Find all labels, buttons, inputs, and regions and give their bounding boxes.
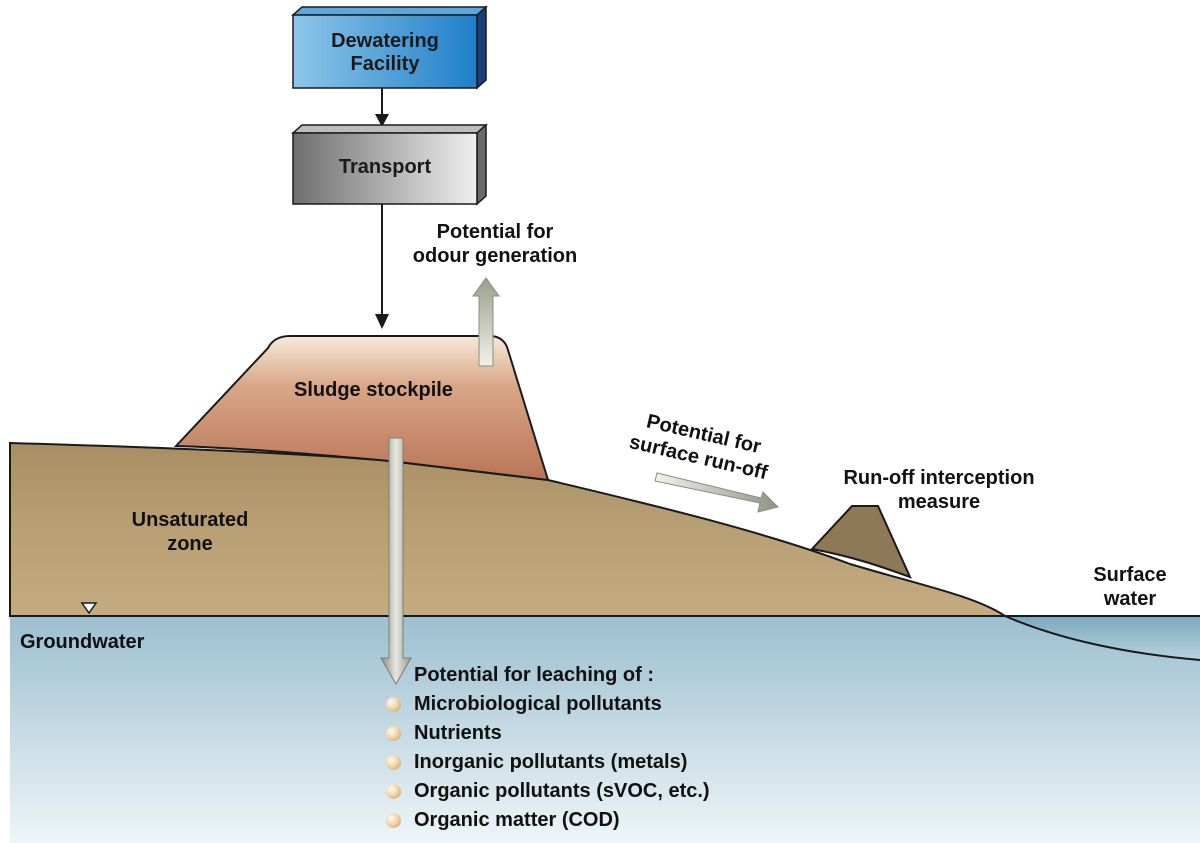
sludge-stockpile — [173, 335, 550, 482]
groundwater-body — [10, 616, 1200, 843]
odour-arrow — [472, 277, 500, 367]
list-item: Inorganic pollutants (metals) — [386, 748, 710, 777]
list-item-label: Inorganic pollutants (metals) — [414, 751, 688, 773]
list-item: Organic pollutants (sVOC, etc.) — [386, 777, 710, 806]
list-item: Microbiological pollutants — [386, 690, 710, 719]
bullet-icon — [386, 784, 401, 799]
surface-water-bed-line — [1004, 615, 1200, 661]
list-item-label: Microbiological pollutants — [414, 693, 662, 715]
surface-water-body — [1005, 616, 1200, 660]
stockpile-label: Sludge stockpile — [294, 379, 453, 401]
list-item-label: Organic pollutants (sVOC, etc.) — [414, 780, 710, 802]
odour-label: Potential for odour generation — [412, 221, 578, 267]
bullet-icon — [386, 697, 401, 712]
leaching-list: Microbiological pollutants Nutrients Ino… — [386, 690, 710, 835]
groundwater-label: Groundwater — [20, 631, 145, 653]
bullet-icon — [386, 726, 401, 741]
unsaturated-zone-label: Unsaturated zone — [131, 509, 249, 555]
surface-water-label: Surface water — [1093, 564, 1167, 610]
leaching-title: Potential for leaching of : — [414, 664, 655, 686]
dewatering-facility-label: Dewatering Facility — [331, 30, 439, 75]
bullet-icon — [386, 813, 401, 828]
list-item-label: Organic matter (COD) — [414, 809, 620, 831]
leaching-arrow — [380, 437, 412, 686]
bullet-icon — [386, 755, 401, 770]
interception-label: Run-off interception measure — [843, 467, 1035, 513]
list-item-label: Nutrients — [414, 722, 502, 744]
dewatering-facility-box — [291, 5, 488, 90]
arrowhead-facility-to-transport — [375, 114, 389, 127]
list-item: Organic matter (COD) — [386, 806, 710, 835]
transport-label: Transport — [338, 156, 432, 178]
list-item: Nutrients — [386, 719, 710, 748]
interception-berm — [810, 505, 912, 579]
transport-box — [291, 123, 488, 206]
runoff-arrow — [654, 472, 779, 513]
arrowhead-transport-to-stockpile — [375, 314, 389, 329]
water-table-symbol — [80, 602, 98, 615]
